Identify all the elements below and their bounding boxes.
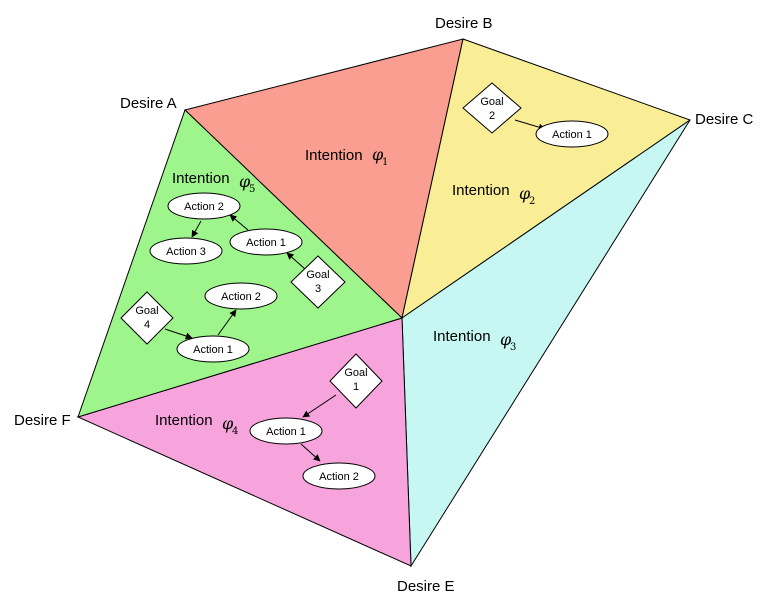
desire-a-label: Desire A [120,95,177,112]
svg-text:φ: φ [500,330,512,349]
svg-text:Goal: Goal [306,269,329,281]
edge-action2-action3 [191,220,202,238]
edge-action1-action2-g4 [217,309,237,336]
edge-goal4-action1 [164,328,193,340]
desire-c-label: Desire C [695,111,754,128]
intention-2-label: Intention φ 2 [452,182,535,207]
svg-text:Intention: Intention [305,147,363,164]
svg-text:φ: φ [222,414,234,433]
svg-text:Intention: Intention [433,328,491,345]
svg-text:φ: φ [239,172,251,191]
svg-text:Action 1: Action 1 [266,426,306,438]
goal-4-node: Goal 4 [120,291,174,345]
edge-goal1-action1 [302,394,337,418]
action-node-i5-action3: Action 3 [149,237,223,265]
svg-text:φ: φ [519,184,531,203]
svg-text:1: 1 [382,157,388,168]
intention-region-5 [77,109,403,418]
svg-text:Action 1: Action 1 [552,129,592,141]
action-node-i5-action1-g3: Action 1 [229,228,303,256]
svg-text:2: 2 [489,110,495,122]
action-node-i4-action1: Action 1 [249,417,323,445]
action-node-i5-action2-top: Action 2 [167,192,241,220]
edge-goal3-action1 [286,252,306,270]
action-node-i5-action2-g4: Action 2 [204,282,278,310]
svg-text:3: 3 [315,283,321,295]
svg-text:φ: φ [372,145,384,164]
intention-5-label: Intention φ 5 [172,170,255,195]
svg-text:5: 5 [249,184,255,195]
edge-action1-action2-i4 [300,443,321,462]
svg-text:Goal: Goal [480,96,503,108]
svg-text:Action 1: Action 1 [193,344,233,356]
svg-text:1: 1 [353,381,359,393]
goal-1-node: Goal 1 [329,353,383,409]
svg-text:Goal: Goal [135,305,158,317]
action-node-i5-action1-g4: Action 1 [176,335,250,363]
svg-text:3: 3 [510,342,516,353]
desire-f-label: Desire F [14,412,71,429]
goal-3-node: Goal 3 [290,255,346,309]
desire-b-label: Desire B [435,15,493,32]
intention-1-label: Intention φ 1 [305,145,388,168]
svg-text:Intention: Intention [172,170,230,187]
svg-text:Action 3: Action 3 [166,246,206,258]
intention-4-label: Intention φ 4 [155,412,238,437]
svg-text:4: 4 [144,319,150,331]
svg-text:Action 2: Action 2 [319,471,359,483]
svg-text:Intention: Intention [452,182,510,199]
intention-3-label: Intention φ 3 [433,328,516,353]
goal-2-node: Goal 2 [462,82,522,134]
action-node-i2-action1: Action 1 [535,120,609,148]
action-node-i4-action2: Action 2 [302,462,376,490]
svg-text:Intention: Intention [155,412,213,429]
svg-text:4: 4 [232,426,238,437]
svg-text:Action 2: Action 2 [184,201,224,213]
svg-text:Action 1: Action 1 [246,237,286,249]
edge-action1-action2-g3 [229,214,249,231]
svg-text:Goal: Goal [344,367,367,379]
svg-text:Action 2: Action 2 [221,291,261,303]
desire-e-label: Desire E [397,578,455,595]
svg-text:2: 2 [529,196,535,207]
